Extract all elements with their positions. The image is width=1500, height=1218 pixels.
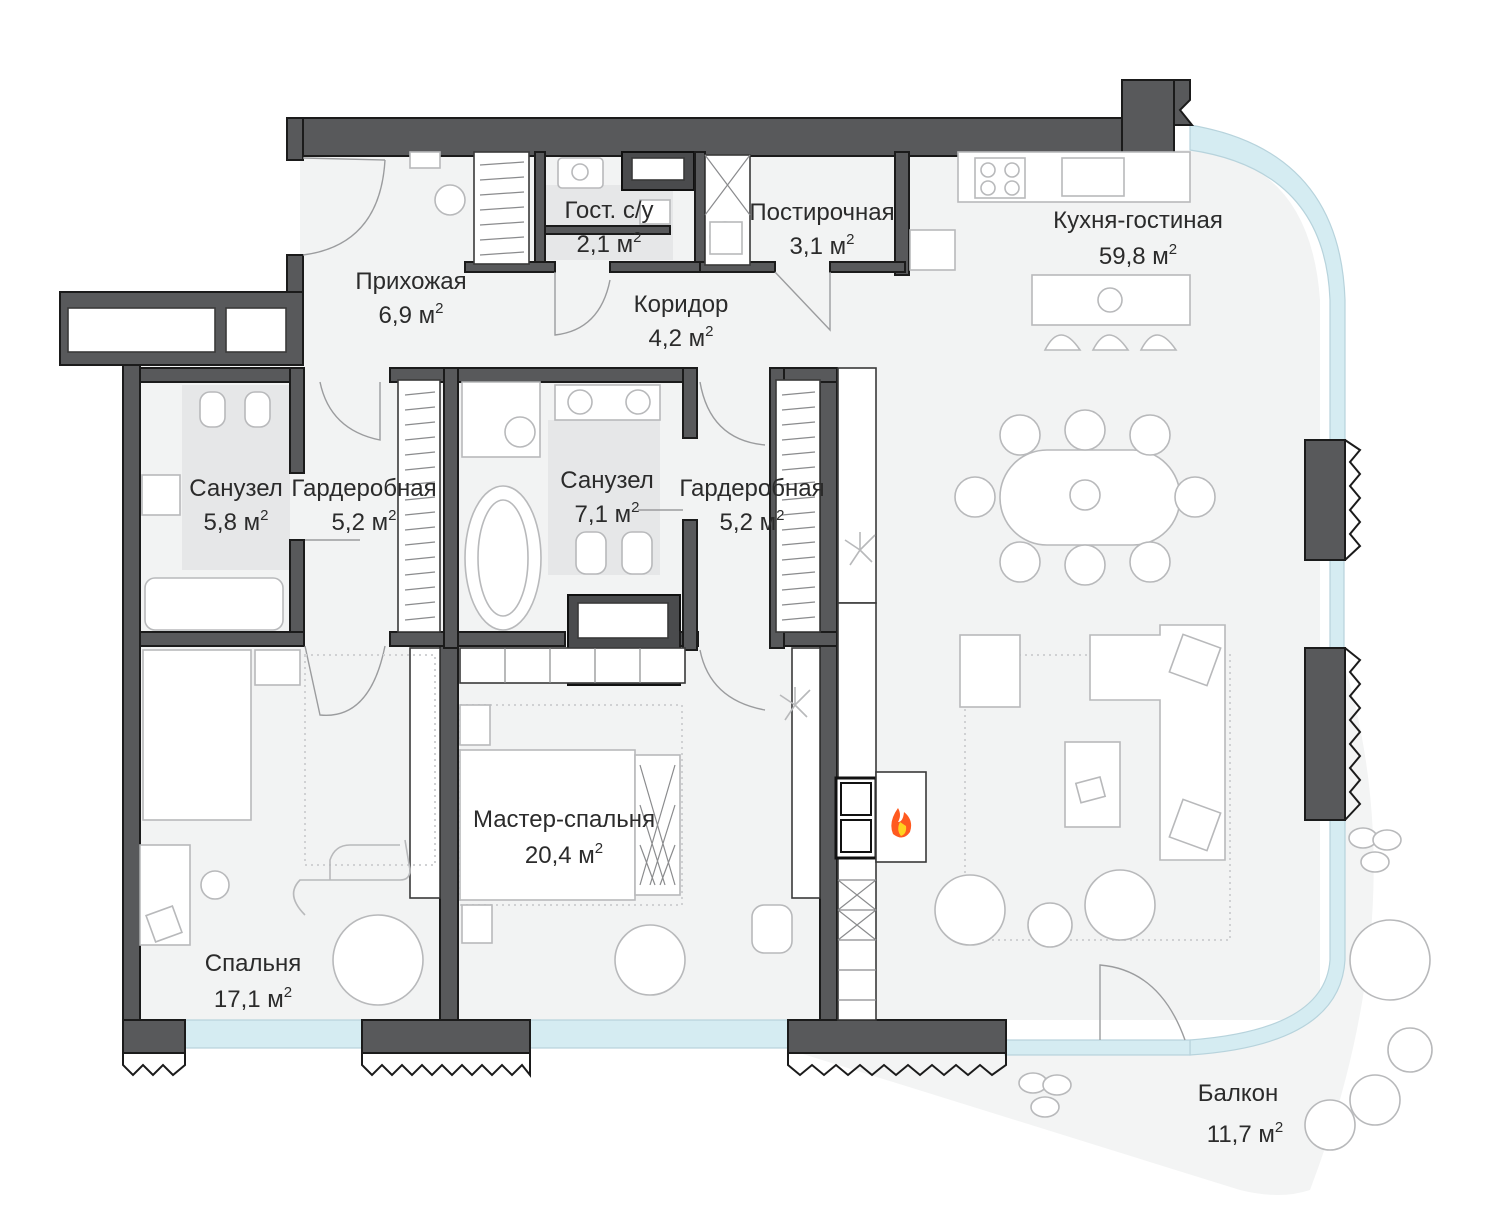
- room-name-kuhnya-gostinaya: Кухня-гостиная: [1053, 207, 1223, 234]
- room-area-kuhnya-gostinaya: 59,8 м2: [1099, 241, 1177, 270]
- room-area-gost-su: 2,1 м2: [577, 229, 642, 258]
- room-name-gost-su: Гост. с/у: [564, 197, 653, 224]
- room-area-prihozhaya: 6,9 м2: [379, 300, 444, 329]
- plant-icon: [844, 532, 876, 566]
- room-area-garderobnaya-2: 5,2 м2: [720, 507, 785, 536]
- plant-icons: [779, 532, 1402, 1118]
- glazing: [184, 124, 1346, 1056]
- room-name-sanuzel-2: Санузел: [560, 467, 654, 494]
- room-name-postirochnaya: Постирочная: [749, 199, 894, 226]
- plant-icon: [1348, 827, 1402, 873]
- walls: [59, 79, 1346, 1054]
- room-name-garderobnaya-1: Гардеробная: [291, 475, 436, 502]
- room-area-garderobnaya-1: 5,2 м2: [332, 507, 397, 536]
- room-name-balkon: Балкон: [1198, 1080, 1278, 1107]
- plant-icon: [779, 687, 811, 721]
- room-name-koridor: Коридор: [634, 291, 729, 318]
- room-area-master-spalnya: 20,4 м2: [525, 840, 603, 869]
- room-name-sanuzel-1: Санузел: [189, 475, 283, 502]
- wall-breaks: [122, 439, 1362, 1078]
- fireplace: [834, 771, 927, 863]
- room-area-koridor: 4,2 м2: [649, 323, 714, 352]
- room-area-sanuzel-2: 7,1 м2: [575, 499, 640, 528]
- room-name-spalnya: Спальня: [205, 950, 301, 977]
- balcony-floor: [790, 650, 1374, 1195]
- plant-icon: [1018, 1072, 1072, 1118]
- room-area-postirochnaya: 3,1 м2: [790, 231, 855, 260]
- room-area-sanuzel-1: 5,8 м2: [204, 507, 269, 536]
- room-labels: Прихожая 6,9 м2 Гост. с/у 2,1 м2 Постиро…: [189, 197, 1283, 1148]
- room-area-balkon: 11,7 м2: [1207, 1119, 1283, 1148]
- room-name-master-spalnya: Мастер-спальня: [473, 806, 655, 833]
- doors: [302, 157, 1186, 1041]
- room-name-garderobnaya-2: Гардеробная: [679, 475, 824, 502]
- room-area-spalnya: 17,1 м2: [214, 984, 292, 1013]
- room-name-prihozhaya: Прихожая: [355, 268, 466, 295]
- furniture: [139, 151, 1433, 1151]
